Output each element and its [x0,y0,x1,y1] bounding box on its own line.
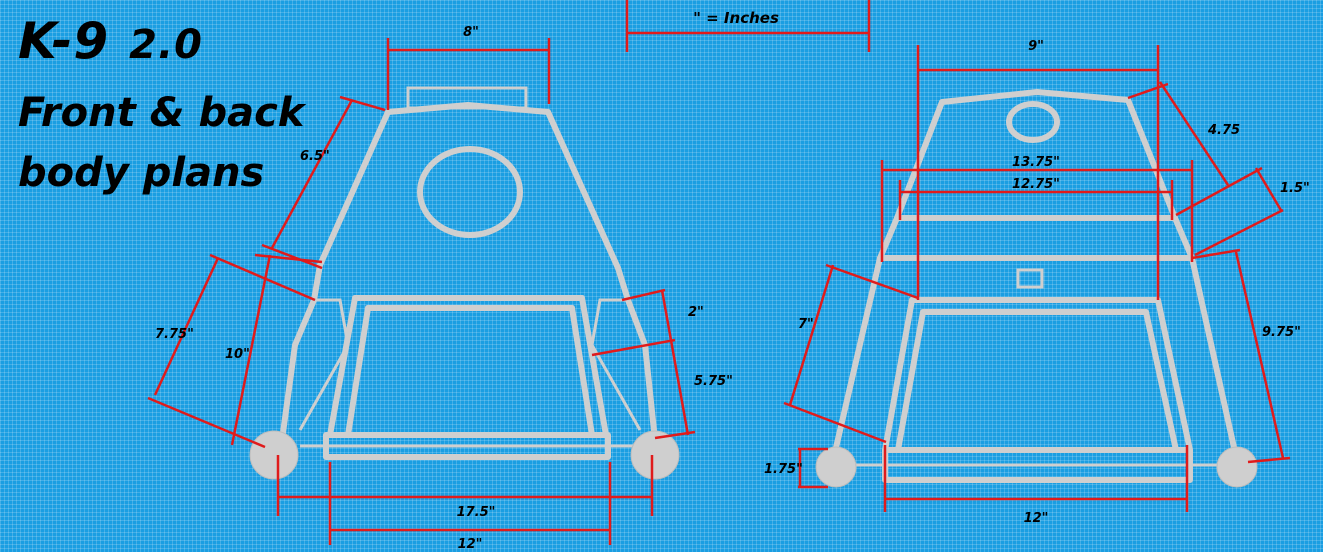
back-body-view [815,89,1258,488]
back-inner-panel [895,309,1179,453]
front-inner-panel [345,305,595,438]
front-axle-width: 17.5" [457,505,496,520]
front-top-width: 8" [463,25,479,40]
front-dimensions: 8" 6.5" 7.75" 10" 2" 5.75" 17.5" [147,25,733,552]
units-legend-label: " = Inches [693,9,779,27]
back-band-inner-width: 12.75" [1012,177,1060,192]
front-left-brace [298,298,350,431]
front-left-wheel [249,430,299,480]
front-left-side [279,262,323,443]
back-wheel-height: 1.75" [764,462,803,477]
back-dome-outline [894,89,1178,221]
back-band-outer-width: 13.75" [1012,155,1060,170]
front-right-wheel [630,430,680,480]
front-right-brace [590,298,642,431]
back-right-wheel [1216,446,1258,488]
front-porthole [417,146,523,238]
title-line-3: body plans [18,150,265,196]
front-dome-outline [317,102,621,271]
front-right-side [615,265,658,443]
back-dimensions: 9" 4.75 13.75" 12.75" 1.5" 7" 9.75" [764,39,1310,526]
back-shoulder-length: 4.75 [1207,123,1240,138]
front-base-width: 12" [458,537,483,552]
back-outer-panel [882,297,1193,453]
back-base-width: 12" [1024,511,1049,526]
title-version: 2.0 [129,22,203,68]
back-left-side-length: 7" [798,317,814,332]
units-legend: " = Inches [625,0,871,52]
front-upper-side-length: 6.5" [300,149,330,164]
front-top-handle [406,86,528,110]
back-band-height: 1.5" [1280,181,1310,196]
front-outer-panel [327,295,609,438]
title-model: K-9 [18,12,110,70]
back-top-width: 9" [1028,39,1044,54]
back-body-outline [832,255,1238,455]
back-band [877,215,1195,261]
back-left-wheel [815,446,857,488]
front-lower-side-length: 5.75" [694,374,733,389]
front-body-view [249,86,680,480]
front-side-outer-length: 7.75" [155,327,194,342]
front-side-height: 10" [225,347,250,362]
back-right-side-length: 9.75" [1262,325,1301,340]
title-main: K-9 2.0 [18,12,203,70]
back-porthole [1006,101,1060,143]
back-small-vent [1016,268,1044,289]
title-line-2: Front & back [18,90,305,136]
front-panel-depth: 2" [688,305,704,320]
